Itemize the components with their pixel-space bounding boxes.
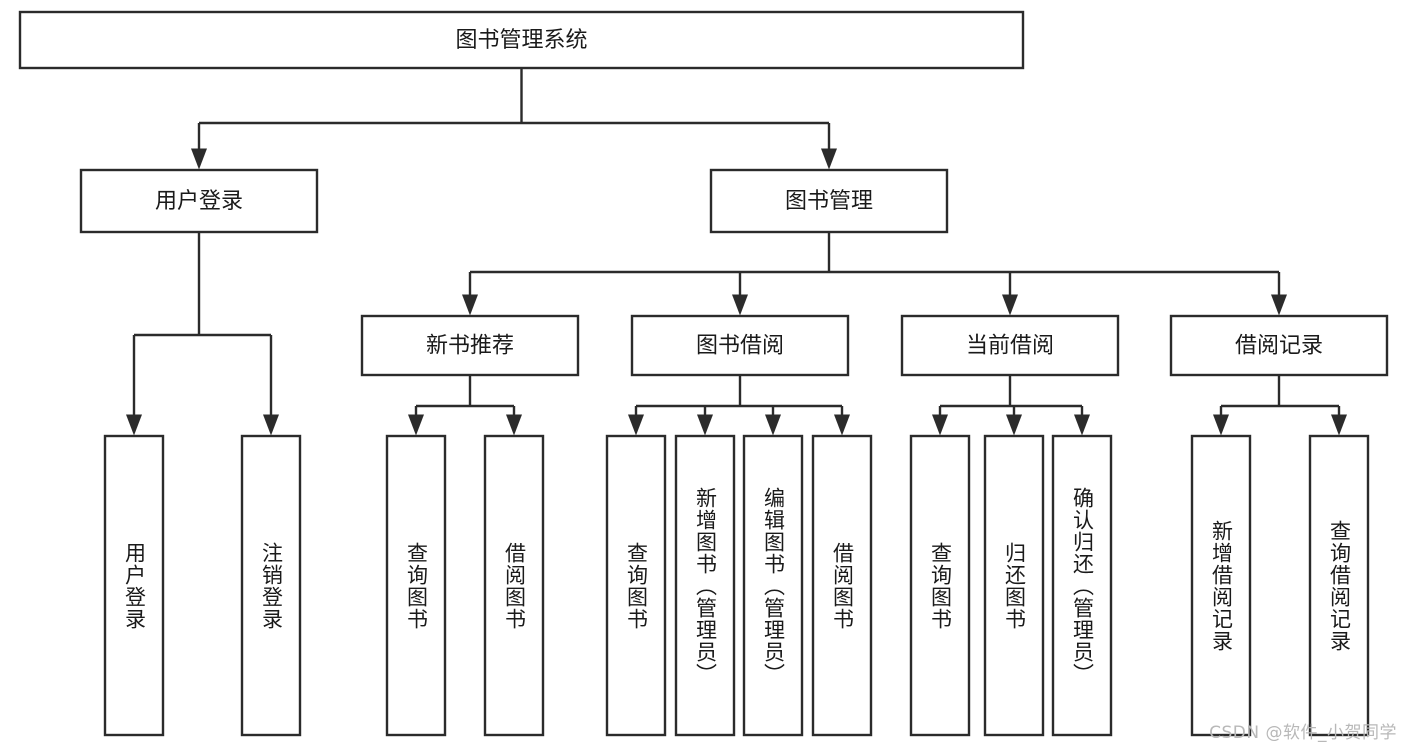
- arrow-head-icon: [1271, 294, 1287, 316]
- node-root-system-box: [18, 10, 1025, 70]
- node-borrow-record[interactable]: 借阅记录: [1169, 314, 1389, 377]
- node-leaf-add-record[interactable]: 新增借阅记录: [1190, 434, 1252, 737]
- node-leaf-user-logout-label-wrap: 注销登录: [259, 541, 284, 630]
- node-book-borrow-box: [630, 314, 850, 377]
- node-leaf-add-book-label-wrap: 新增图书（管理员）: [693, 486, 718, 685]
- arrow-head-icon: [408, 414, 424, 436]
- node-leaf-query-record-label-wrap: 查询借阅记录: [1327, 519, 1352, 652]
- node-leaf-query-record[interactable]: 查询借阅记录: [1308, 434, 1370, 737]
- node-leaf-confirm-return-label: 确认归还（管理员）: [1070, 486, 1095, 685]
- node-leaf-return-book-label: 归还图书: [1002, 541, 1027, 630]
- node-leaf-borrow-book-2-box: [811, 434, 873, 737]
- arrow-head-icon: [765, 414, 781, 436]
- node-user-login[interactable]: 用户登录: [79, 168, 319, 234]
- node-leaf-borrow-book-1[interactable]: 借阅图书: [483, 434, 545, 737]
- nodes-layer: 图书管理系统用户登录图书管理新书推荐图书借阅当前借阅借阅记录用户登录注销登录查询…: [18, 10, 1389, 737]
- node-borrow-record-box: [1169, 314, 1389, 377]
- node-leaf-query-record-label: 查询借阅记录: [1327, 519, 1352, 652]
- arrow-head-icon: [732, 294, 748, 316]
- node-leaf-query-book-1-box: [385, 434, 447, 737]
- node-leaf-user-logout[interactable]: 注销登录: [240, 434, 302, 737]
- node-book-manage-label: 图书管理: [785, 189, 873, 214]
- node-leaf-borrow-book-2[interactable]: 借阅图书: [811, 434, 873, 737]
- node-leaf-user-login-box: [103, 434, 165, 737]
- arrow-head-icon: [697, 414, 713, 436]
- node-leaf-query-book-3-label-wrap: 查询图书: [928, 541, 953, 630]
- node-leaf-user-logout-label: 注销登录: [259, 541, 284, 630]
- node-new-book-rec-box: [360, 314, 580, 377]
- node-leaf-query-record-box: [1308, 434, 1370, 737]
- node-leaf-query-book-2-box: [605, 434, 667, 737]
- node-root-system-label: 图书管理系统: [455, 28, 587, 53]
- node-current-borrow[interactable]: 当前借阅: [900, 314, 1120, 377]
- edges-layer: [126, 68, 1347, 436]
- arrow-head-icon: [628, 414, 644, 436]
- node-leaf-query-book-2-label-wrap: 查询图书: [624, 541, 649, 630]
- node-leaf-query-book-1-label: 查询图书: [404, 541, 429, 630]
- arrow-head-icon: [506, 414, 522, 436]
- node-leaf-query-book-3-label: 查询图书: [928, 541, 953, 630]
- node-leaf-query-book-3[interactable]: 查询图书: [909, 434, 971, 737]
- arrow-head-icon: [821, 148, 837, 170]
- node-leaf-user-login-label: 用户登录: [122, 541, 147, 630]
- node-book-manage-box: [709, 168, 949, 234]
- node-leaf-query-book-1-label-wrap: 查询图书: [404, 541, 429, 630]
- node-leaf-return-book[interactable]: 归还图书: [983, 434, 1045, 737]
- node-leaf-borrow-book-1-label: 借阅图书: [502, 541, 527, 630]
- node-leaf-borrow-book-1-label-wrap: 借阅图书: [502, 541, 527, 630]
- node-leaf-return-book-label-wrap: 归还图书: [1002, 541, 1027, 630]
- node-leaf-edit-book[interactable]: 编辑图书（管理员）: [742, 434, 804, 737]
- node-leaf-borrow-book-1-box: [483, 434, 545, 737]
- node-leaf-edit-book-label-wrap: 编辑图书（管理员）: [761, 486, 786, 685]
- node-leaf-user-login-label-wrap: 用户登录: [122, 541, 147, 630]
- node-leaf-query-book-2[interactable]: 查询图书: [605, 434, 667, 737]
- arrow-head-icon: [126, 414, 142, 436]
- arrow-head-icon: [1002, 294, 1018, 316]
- node-leaf-borrow-book-2-label-wrap: 借阅图书: [830, 541, 855, 630]
- node-leaf-return-book-box: [983, 434, 1045, 737]
- node-new-book-rec[interactable]: 新书推荐: [360, 314, 580, 377]
- node-leaf-add-record-box: [1190, 434, 1252, 737]
- node-leaf-borrow-book-2-label: 借阅图书: [830, 541, 855, 630]
- node-user-login-label: 用户登录: [155, 189, 243, 214]
- node-leaf-edit-book-box: [742, 434, 804, 737]
- arrow-head-icon: [1213, 414, 1229, 436]
- node-leaf-add-record-label-wrap: 新增借阅记录: [1209, 519, 1234, 652]
- node-leaf-user-login[interactable]: 用户登录: [103, 434, 165, 737]
- arrow-head-icon: [1331, 414, 1347, 436]
- node-leaf-confirm-return-label-wrap: 确认归还（管理员）: [1070, 486, 1095, 685]
- node-leaf-query-book-3-box: [909, 434, 971, 737]
- node-leaf-add-book-label: 新增图书（管理员）: [693, 486, 718, 685]
- arrow-head-icon: [932, 414, 948, 436]
- node-current-borrow-label: 当前借阅: [966, 334, 1054, 359]
- node-current-borrow-box: [900, 314, 1120, 377]
- node-leaf-add-book[interactable]: 新增图书（管理员）: [674, 434, 736, 737]
- node-leaf-confirm-return[interactable]: 确认归还（管理员）: [1051, 434, 1113, 737]
- node-leaf-confirm-return-box: [1051, 434, 1113, 737]
- node-new-book-rec-label: 新书推荐: [426, 334, 514, 359]
- node-leaf-user-logout-box: [240, 434, 302, 737]
- node-user-login-box: [79, 168, 319, 234]
- node-book-borrow[interactable]: 图书借阅: [630, 314, 850, 377]
- arrow-head-icon: [462, 294, 478, 316]
- node-root-system[interactable]: 图书管理系统: [18, 10, 1025, 70]
- node-leaf-query-book-2-label: 查询图书: [624, 541, 649, 630]
- arrow-head-icon: [834, 414, 850, 436]
- node-leaf-query-book-1[interactable]: 查询图书: [385, 434, 447, 737]
- csdn-watermark: CSDN @软件_小贺同学: [1209, 723, 1397, 743]
- arrow-head-icon: [1006, 414, 1022, 436]
- node-leaf-edit-book-label: 编辑图书（管理员）: [761, 486, 786, 685]
- node-book-borrow-label: 图书借阅: [696, 334, 784, 359]
- node-leaf-add-record-label: 新增借阅记录: [1209, 519, 1234, 652]
- node-leaf-add-book-box: [674, 434, 736, 737]
- arrow-head-icon: [191, 148, 207, 170]
- node-book-manage[interactable]: 图书管理: [709, 168, 949, 234]
- node-borrow-record-label: 借阅记录: [1235, 334, 1323, 359]
- arrow-head-icon: [1074, 414, 1090, 436]
- arrow-head-icon: [263, 414, 279, 436]
